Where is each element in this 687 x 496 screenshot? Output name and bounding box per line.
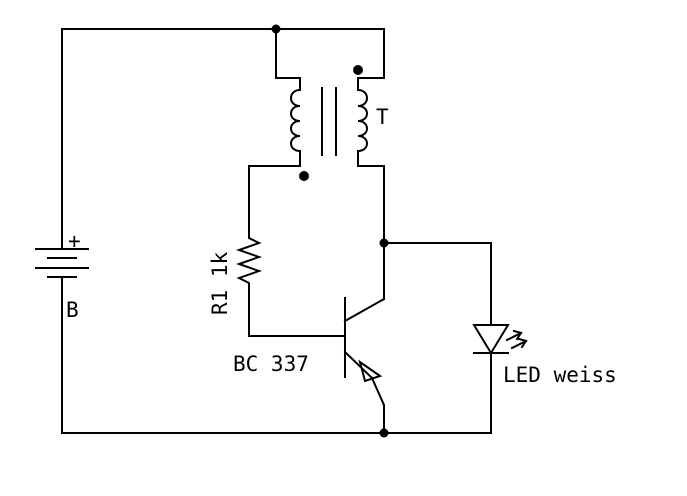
battery-plus-label: + <box>68 229 81 253</box>
wire-secondary-top <box>357 77 385 91</box>
junction-top <box>271 24 281 34</box>
transformer-label: T <box>376 105 389 129</box>
wire-top-rail <box>61 28 385 79</box>
resistor-symbol <box>235 230 263 290</box>
wire-primary-bottom <box>248 150 301 232</box>
polarity-dot-primary <box>299 171 309 181</box>
wire-resistor-to-base <box>248 288 346 337</box>
transistor-label: BC 337 <box>233 352 309 376</box>
junction-collector <box>379 238 389 248</box>
wire-emitter <box>370 376 385 434</box>
battery-label: B <box>66 298 79 322</box>
secondary-coil <box>356 88 368 153</box>
polarity-dot-secondary <box>353 65 363 75</box>
junction-bottom <box>379 428 389 438</box>
wire-secondary-bottom <box>357 150 385 300</box>
led-triangle <box>472 324 510 355</box>
transistor-symbol <box>343 297 386 383</box>
transformer-symbol <box>290 65 368 181</box>
emitter-arrow-icon <box>358 359 383 383</box>
battery-symbol <box>35 235 89 291</box>
resistor-label: R1 1k <box>208 251 232 315</box>
led-symbol <box>472 324 528 355</box>
light-emission-icon <box>505 329 528 350</box>
transistor-emitter <box>343 350 374 380</box>
wires <box>61 28 492 434</box>
wire-to-led <box>383 242 492 326</box>
led-label: LED weiss <box>503 363 617 387</box>
transistor-collector <box>343 297 386 323</box>
junctions <box>271 24 389 438</box>
wire-primary-top <box>275 28 301 91</box>
primary-coil <box>290 88 302 153</box>
